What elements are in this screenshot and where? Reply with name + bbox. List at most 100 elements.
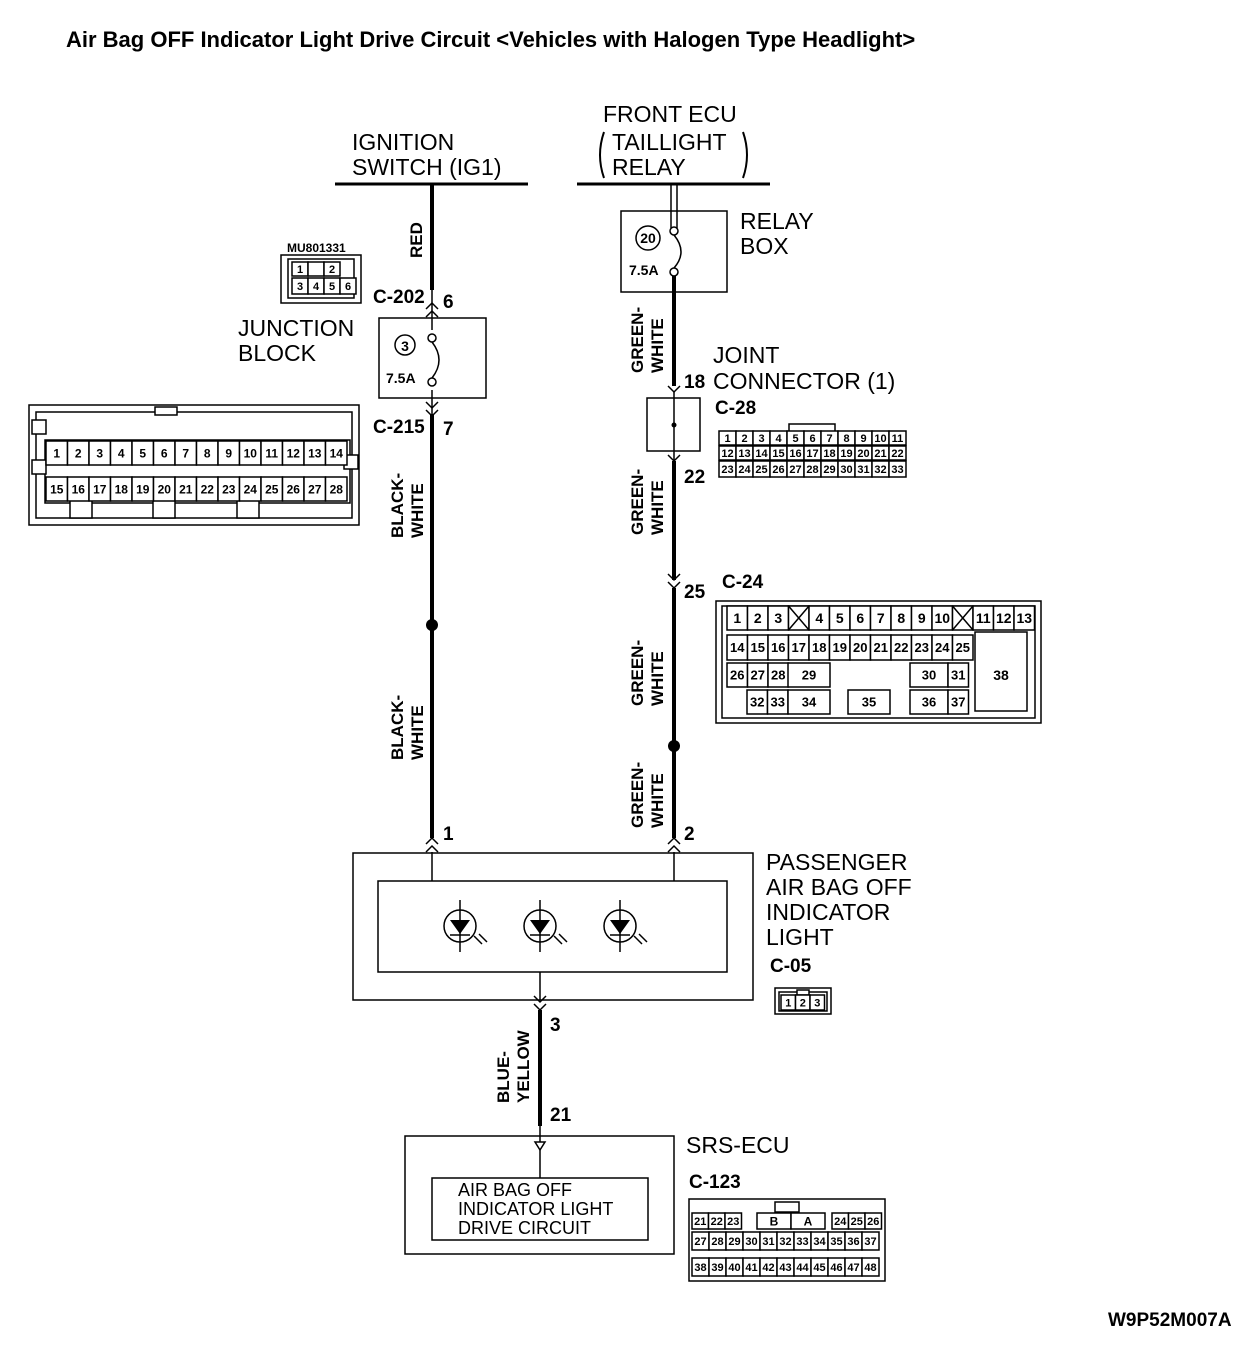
pin-number: 24 (244, 482, 258, 496)
pin-number: 48 (864, 1262, 876, 1274)
pin-number: 28 (711, 1236, 723, 1248)
pin-number: 12 (721, 448, 733, 460)
pin-number: 30 (840, 464, 852, 476)
pin-number: 4 (118, 446, 125, 460)
pin-number: 4 (313, 281, 320, 293)
pin-cell (307, 261, 325, 277)
joint-connector-label-1: JOINT (713, 342, 779, 368)
pin-number: 23 (727, 1216, 739, 1228)
indicator-label-3: INDICATOR (766, 899, 890, 925)
pin-cell (861, 1257, 880, 1277)
wire-bw-label-2b: WHITE (408, 705, 427, 760)
pin-number: 14 (730, 640, 745, 655)
pin-number: 17 (93, 482, 107, 496)
rb-fuse-number: 20 (640, 230, 656, 246)
pin-cell (809, 994, 826, 1011)
pin-number: 30 (922, 668, 936, 683)
pin-number: 33 (771, 695, 785, 710)
relay-label: RELAY (612, 154, 686, 180)
pin-number: 21 (874, 640, 888, 655)
pin-number: 23 (222, 482, 236, 496)
pin-number: 14 (755, 448, 768, 460)
pin-cell (909, 662, 949, 688)
c05-pin1: 1 (443, 824, 454, 845)
pin-number: 2 (75, 446, 82, 460)
wire-gw-label-1b: WHITE (648, 318, 667, 373)
splice-point-right (668, 740, 680, 752)
paren-left (599, 131, 605, 179)
pin-number: 15 (772, 448, 784, 460)
c24-pin: 25 (684, 582, 706, 603)
pin-number: 26 (867, 1216, 879, 1228)
pin-number: 31 (951, 668, 965, 683)
pin-number: 18 (823, 448, 835, 460)
pin-number: 35 (862, 695, 876, 710)
pin-number: 45 (813, 1262, 825, 1274)
c123-id: C-123 (689, 1172, 741, 1193)
wire-bw-label-2a: BLACK- (388, 695, 407, 760)
c28-pin-in: 18 (684, 372, 705, 393)
pin-number: 13 (738, 448, 750, 460)
drive-circuit-label-1: AIR BAG OFF (458, 1180, 572, 1200)
pin-number: 33 (891, 464, 903, 476)
c05-pin3: 3 (550, 1015, 561, 1036)
pin-number: 23 (721, 464, 733, 476)
wire-gw-label-4b: WHITE (648, 773, 667, 828)
pin-number: 9 (860, 433, 866, 445)
wire-by-label-b: YELLOW (514, 1029, 533, 1103)
pin-cell (724, 1212, 743, 1230)
pin-number: 5 (836, 610, 844, 626)
pin-number: 13 (308, 446, 322, 460)
pin-number: 31 (857, 464, 869, 476)
c202-connector-icon (425, 301, 439, 318)
pin-number: 37 (864, 1236, 876, 1248)
splice-point-left (426, 619, 438, 631)
pin-number: 18 (115, 482, 129, 496)
pin-cell (947, 662, 970, 688)
pin-number: 16 (72, 482, 86, 496)
pin-number: 32 (750, 695, 764, 710)
pin-number: 5 (139, 446, 146, 460)
c215-foot-2 (152, 499, 176, 519)
pin-number: 1 (785, 997, 791, 1009)
pin-number: 28 (806, 464, 818, 476)
pin-number: 16 (771, 640, 785, 655)
pin-number: 2 (329, 264, 335, 276)
pin-number: 39 (711, 1262, 723, 1274)
pin-number: 12 (287, 446, 301, 460)
pin-number: 10 (874, 433, 886, 445)
pin-cell (339, 277, 357, 295)
pin-number: 15 (751, 640, 765, 655)
pin-number: 15 (50, 482, 64, 496)
pin-number: 11 (976, 610, 991, 626)
pin-number: 3 (774, 610, 782, 626)
c28-id: C-28 (715, 398, 756, 419)
c215-pin: 7 (443, 419, 454, 440)
pin-number: 42 (762, 1262, 774, 1274)
c24-id: C-24 (722, 572, 764, 593)
pin-number: 22 (891, 448, 903, 460)
srs-ecu-label: SRS-ECU (686, 1132, 790, 1158)
pin-number: 36 (847, 1236, 859, 1248)
pin-number: 3 (758, 433, 764, 445)
pin-number: 27 (789, 464, 801, 476)
pin-cell (947, 689, 970, 715)
pin-cell (861, 1231, 880, 1251)
blank-pin-cross (951, 605, 974, 631)
pin-number: 19 (136, 482, 150, 496)
pin-number: 1 (53, 446, 60, 460)
pin-number: 14 (330, 446, 344, 460)
rb-fuse-terminal-bottom (669, 267, 679, 277)
pin-number: 19 (833, 640, 847, 655)
pin-number: 25 (956, 640, 970, 655)
c215-key-left-2 (31, 459, 47, 475)
pin-number: 36 (922, 695, 936, 710)
ignition-label-1: IGNITION (352, 129, 454, 155)
pin-cell (888, 430, 907, 446)
c24-big-pin-box (974, 631, 1028, 712)
pin-number: 2 (754, 610, 762, 626)
pin-number: 27 (694, 1236, 706, 1248)
